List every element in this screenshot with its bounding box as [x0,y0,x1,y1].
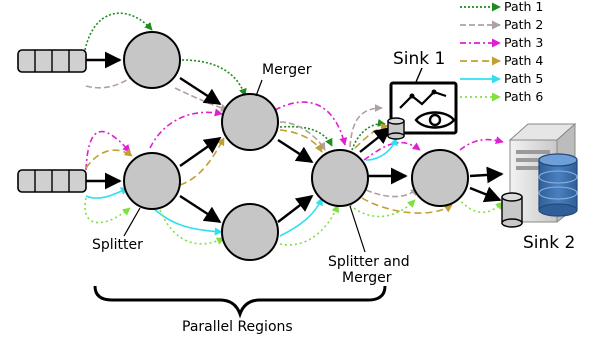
path-1-line [351,118,386,151]
operator-node [221,203,279,261]
path-3-line [459,136,504,151]
path-4-line [279,129,323,153]
path-5-line [85,187,129,199]
server-database-icon [508,122,578,224]
legend-item-path-2: Path 2 [460,17,543,32]
edge [469,166,504,184]
legend-item-path-1: Path 1 [460,0,543,14]
path-5-line [279,197,323,237]
legend-item-path-3: Path 3 [460,35,543,50]
parallel-regions-brace [93,285,387,319]
legend-label: Path 2 [504,17,543,32]
path-4-line [354,123,389,149]
path-6-line [84,197,131,224]
path-1-line [84,12,153,51]
main-edges [86,51,504,224]
path-2-line [365,187,419,198]
path-4-line [85,148,133,169]
sink1-pointer [415,67,423,83]
path-4-line [361,197,453,214]
edge [179,194,222,224]
operator-node-splitter [123,152,181,210]
label-merger: Merger [262,62,312,78]
splitter-merger-pointer [349,205,366,253]
path-5-line [365,137,398,161]
path-6-line [279,204,340,246]
database-icon [387,117,405,140]
legend-item-path-5: Path 5 [460,71,543,86]
operator-node [411,149,469,207]
path-1-line [279,125,333,147]
path-1-line [181,59,247,97]
edge [277,194,314,223]
label-splitter: Splitter [92,237,143,253]
edge [179,137,222,167]
edge [179,76,222,106]
edge [469,186,502,203]
path-3-line [274,101,348,146]
legend-label: Path 5 [504,71,543,86]
operator-node [123,31,181,89]
legend-item-path-4: Path 4 [460,53,543,68]
legend-label: Path 1 [504,0,543,14]
path-2-line [349,104,383,148]
legend: Path 1 Path 2 Path 3 Path 4 Path 5 Path … [460,0,543,104]
legend-label: Path 6 [504,89,543,104]
path-6-line [457,197,504,214]
legend-label: Path 4 [504,53,543,68]
path-6-line [349,199,416,218]
queue-icon [17,169,87,193]
splitter-pointer [123,207,141,237]
database-icon [501,192,523,228]
legend-item-path-6: Path 6 [460,89,543,104]
path-5-line [149,204,223,236]
operator-nodes [123,31,469,261]
monitor-eye-icon [389,81,458,135]
path-6-line [159,209,225,245]
path-3-line [149,108,223,149]
legend-label: Path 3 [504,35,543,50]
label-splitter-merger-line1: Splitter and [328,254,410,270]
edge [359,126,392,153]
label-sink2: Sink 2 [523,233,575,253]
queue-icon [17,49,87,73]
merger-pointer [255,79,263,97]
operator-node-splitter-merger [311,149,369,207]
label-splitter-merger-line2: Merger [342,270,392,286]
edge [277,138,314,164]
operator-node-merger [221,93,279,151]
path-2-line [279,121,326,151]
label-parallel-regions: Parallel Regions [182,319,293,335]
label-sink1: Sink 1 [393,49,445,69]
